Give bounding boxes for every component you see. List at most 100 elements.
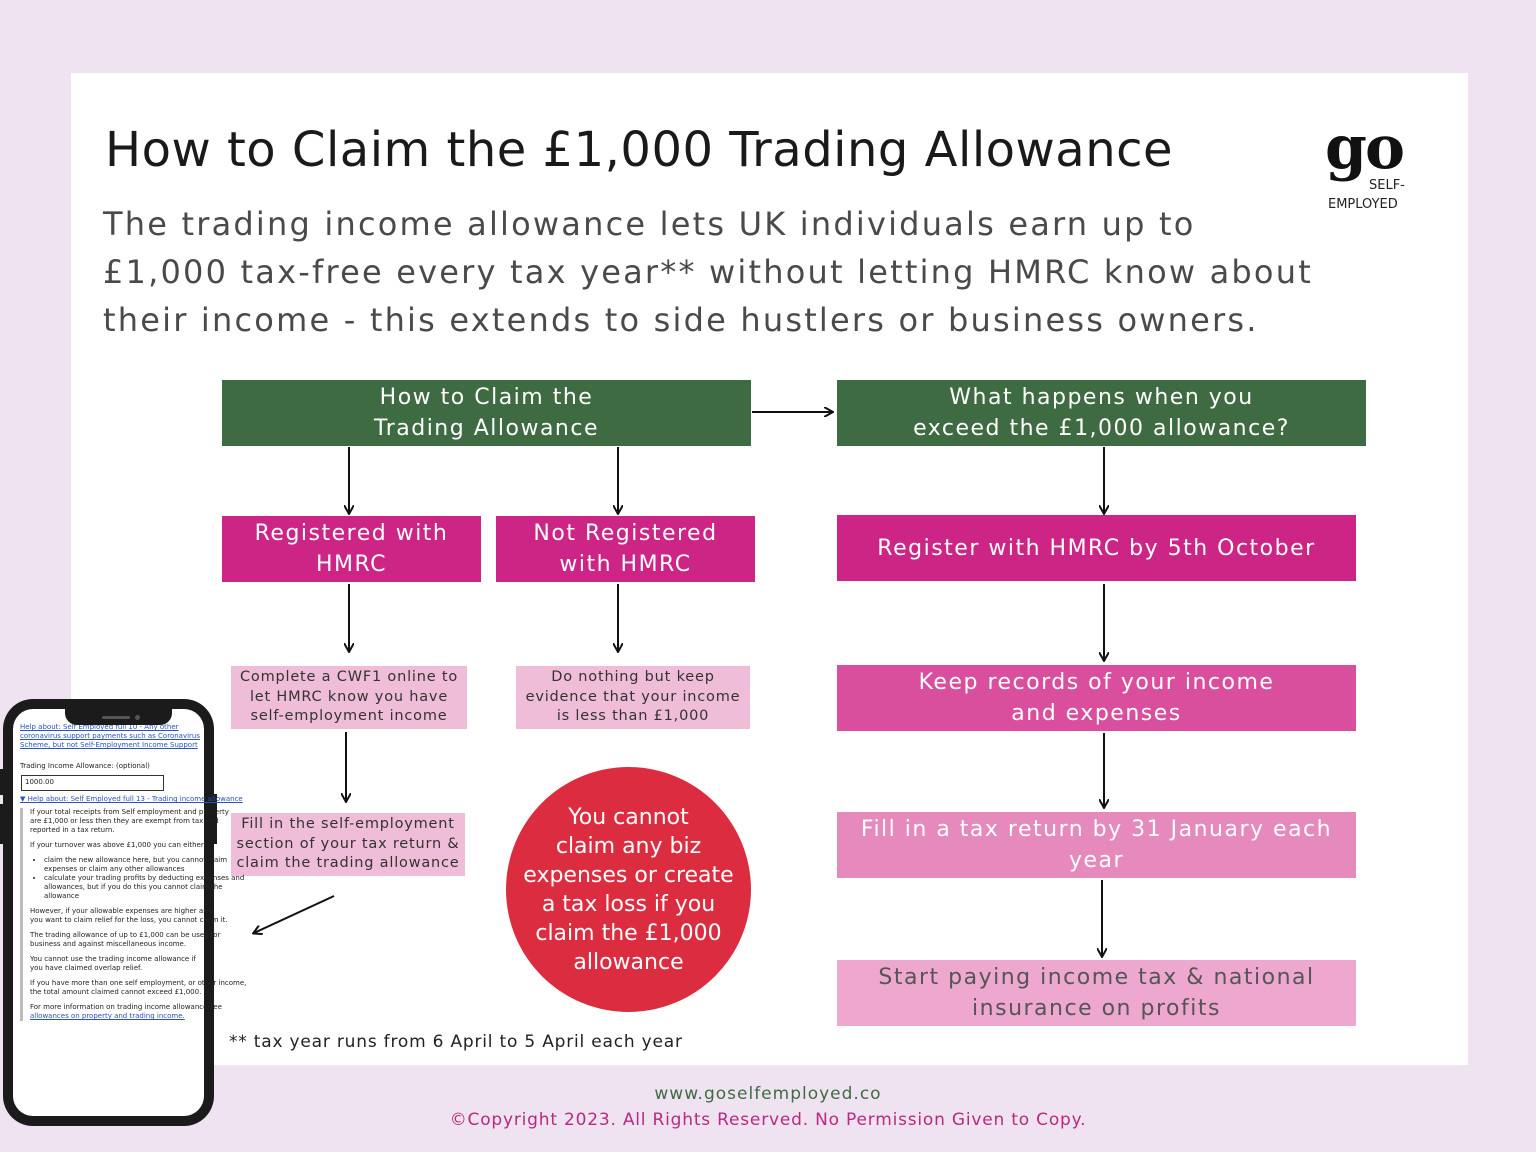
footer-website: www.goselfemployed.co [654, 1084, 882, 1104]
p3b: you want to claim relief for the loss, y… [30, 916, 228, 924]
exceed-line-2: exceed the £1,000 allowance? [913, 416, 1290, 441]
p6a: If you have more than one self employmen… [30, 979, 247, 987]
tax-return-line-2: year [1068, 848, 1125, 873]
help-paragraph-6: If you have more than one self employmen… [30, 979, 246, 997]
logo-line-1: SELF- [1369, 178, 1405, 193]
cwf1-line-3: self-employment income [250, 708, 448, 725]
help-bullet-1: claim the new allowance here, but you ca… [44, 856, 227, 874]
keep-records-line-1: Keep records of your income [918, 670, 1275, 695]
registered-line-2: HMRC [315, 552, 388, 577]
help-bullet-list: claim the new allowance here, but you ca… [44, 856, 244, 901]
allowances-link[interactable]: allowances on property and trading incom… [30, 1012, 185, 1020]
not-registered-box: Not Registered with HMRC [496, 516, 755, 582]
help-paragraph-1: If your total receipts from Self employm… [30, 808, 229, 835]
register-october-box: Register with HMRC by 5th October [837, 515, 1356, 581]
warning-line-2: claim any biz [555, 833, 702, 859]
b1a: claim the new allowance here, but you ca… [44, 856, 228, 864]
b2b: allowances, but if you do this you canno… [44, 883, 223, 891]
phone-screen: Help about: Self Employed full 10 - Any … [13, 709, 246, 1116]
exceed-allowance-box: What happens when you exceed the £1,000 … [837, 380, 1366, 446]
p1a: If your total receipts from Self employm… [30, 808, 229, 816]
phone-speaker [102, 716, 130, 719]
help-paragraph-4: The trading allowance of up to £1,000 ca… [30, 931, 220, 949]
tax-year-note: ** tax year runs from 6 April to 5 April… [229, 1032, 683, 1052]
warning-line-1: You cannot [568, 804, 689, 830]
p1b: are £1,000 or less then they are exempt … [30, 817, 219, 825]
go-self-employed-logo: go SELF- EMPLOYED [1325, 118, 1435, 218]
not-registered-line-2: with HMRC [559, 552, 692, 577]
how-to-claim-line-2: Trading Allowance [374, 416, 599, 441]
tax-return-line-1: Fill in a tax return by 31 January each [860, 817, 1333, 842]
fill-section-line-1: Fill in the self-employment [241, 816, 455, 833]
help-content-block: If your total receipts from Self employm… [20, 808, 246, 1021]
exceed-line-1: What happens when you [949, 385, 1254, 410]
phone-camera [135, 715, 140, 720]
phone-power-button [214, 794, 217, 844]
cwf1-line-2: let HMRC know you have [249, 688, 449, 705]
arrow-fill-section-to-phone [254, 895, 335, 933]
register-october-text: Register with HMRC by 5th October [877, 535, 1316, 561]
start-paying-box: Start paying income tax & national insur… [837, 960, 1356, 1026]
phone-side-button [0, 769, 3, 795]
p5b: you have claimed overlap relief. [30, 964, 143, 972]
warning-line-5: claim the £1,000 [535, 920, 722, 946]
fill-section-line-3: claim the trading allowance [236, 855, 460, 872]
registered-line-1: Registered with [254, 521, 449, 546]
registered-box: Registered with HMRC [222, 516, 481, 582]
cwf1-line-1: Complete a CWF1 online to [239, 669, 458, 686]
help-paragraph-2: If your turnover was above £1,000 you ca… [30, 841, 206, 849]
logo-line-2: EMPLOYED [1328, 197, 1398, 212]
intro-line-2: £1,000 tax-free every tax year** without… [103, 253, 1313, 291]
phone-notch [65, 709, 172, 725]
p4a: The trading allowance of up to £1,000 ca… [30, 931, 221, 939]
how-to-claim-line-1: How to Claim the [379, 385, 594, 410]
trading-allowance-label: Trading Income Allowance: (optional) [20, 762, 150, 770]
page-title: How to Claim the £1,000 Trading Allowanc… [105, 122, 1174, 178]
phone-mockup: Help about: Self Employed full 10 - Any … [0, 699, 246, 1126]
help-link-trading-allowance[interactable]: ▼ Help about: Self Employed full 13 - Tr… [20, 795, 243, 803]
help-bullet-2: calculate your trading profits by deduct… [44, 874, 244, 901]
do-nothing-line-1: Do nothing but keep [551, 669, 715, 686]
fill-section-line-2: section of your tax return & [236, 835, 460, 852]
help-link-top-1[interactable]: Help about: Self Employed full 10 - Any … [20, 723, 179, 731]
help-paragraph-5: You cannot use the trading income allowa… [30, 955, 202, 973]
do-nothing-line-3: is less than £1,000 [556, 708, 710, 725]
how-to-claim-box: How to Claim the Trading Allowance [222, 380, 751, 446]
help-link-top-3[interactable]: Scheme, but not Self-Employment Income S… [20, 741, 198, 749]
footer-copyright: ©Copyright 2023. All Rights Reserved. No… [449, 1110, 1087, 1130]
p3a: However, if your allowable expenses are … [30, 907, 213, 915]
p5a: You cannot use the trading income allowa… [30, 955, 196, 963]
intro-text: The trading income allowance lets UK ind… [103, 200, 1433, 344]
do-nothing-line-2: evidence that your income [525, 688, 741, 705]
tax-return-box: Fill in a tax return by 31 January each … [837, 812, 1356, 878]
phone-volume-button [0, 804, 3, 844]
help-paragraph-7: For more information on trading income a… [30, 1003, 222, 1021]
intro-line-3: their income - this extends to side hust… [103, 301, 1259, 339]
keep-records-box: Keep records of your income and expenses [837, 665, 1356, 731]
b1b: expenses or claim any other allowances [44, 865, 185, 873]
trading-allowance-input[interactable]: 1000.00 [21, 775, 164, 791]
p4b: business and against miscellaneous incom… [30, 940, 187, 948]
p6b: the total amount claimed cannot exceed £… [30, 988, 202, 996]
b2a: calculate your trading profits by deduct… [44, 874, 245, 882]
b2c: allowance [44, 892, 80, 900]
help-link-trading-allowance-text: Help about: Self Employed full 13 - Trad… [27, 795, 243, 803]
warning-line-3: expenses or create [523, 862, 734, 888]
not-registered-line-1: Not Registered [533, 521, 718, 546]
warning-circle: You cannot claim any biz expenses or cre… [506, 767, 751, 1012]
start-paying-line-1: Start paying income tax & national [878, 965, 1315, 990]
keep-records-line-2: and expenses [1011, 701, 1182, 726]
do-nothing-box: Do nothing but keep evidence that your i… [516, 666, 750, 729]
cwf1-box: Complete a CWF1 online to let HMRC know … [231, 666, 467, 729]
help-link-top-2[interactable]: coronavirus support payments such as Cor… [20, 732, 201, 740]
warning-line-4: a tax loss if you [541, 891, 716, 917]
help-paragraph-3: However, if your allowable expenses are … [30, 907, 228, 925]
logo-wordmark: go [1325, 113, 1405, 183]
intro-line-1: The trading income allowance lets UK ind… [103, 205, 1196, 243]
p1c: reported in a tax return. [30, 826, 115, 834]
fill-section-box: Fill in the self-employment section of y… [231, 813, 465, 876]
start-paying-line-2: insurance on profits [972, 996, 1221, 1021]
p7a: For more information on trading income a… [30, 1003, 222, 1011]
warning-line-6: allowance [573, 949, 684, 975]
